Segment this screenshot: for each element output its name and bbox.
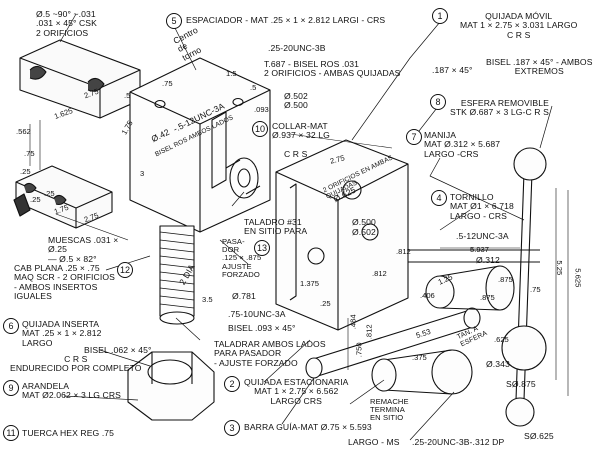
dim-value: .25 xyxy=(30,195,41,204)
label-taladrar: TALADRAR AMBOS LADOS PARA PASADOR - AJUS… xyxy=(214,339,326,368)
dim-value: 3.5 xyxy=(202,295,213,304)
part-guide-rod xyxy=(305,249,540,379)
callout-number-13: 13 xyxy=(254,240,270,256)
callout-number-1: 1 xyxy=(432,8,448,24)
note-crs-mid: C R S xyxy=(284,149,308,159)
callout-number-9: 9 xyxy=(3,380,19,396)
note-bisel-062: BISEL .062 × 45° xyxy=(84,345,152,355)
note-unc-3b: .25-20UNC-3B xyxy=(268,43,326,53)
dim-value: .75 xyxy=(530,285,541,294)
part-insert-jaw-top xyxy=(19,39,141,119)
part-screw-end xyxy=(371,265,515,395)
note-s625: SØ.625 xyxy=(524,431,554,441)
dim-value: 5.937 xyxy=(470,245,490,254)
note-s875: SØ.875 xyxy=(506,379,536,389)
callout-number-2: 2 xyxy=(224,376,240,392)
label-quijada-movil: QUIJADA MÓVIL MAT 1 × 2.75 × 3.031 LARGO… xyxy=(460,11,578,40)
dim-value: .625 xyxy=(494,335,509,344)
note-crs-endurecido: C R S ENDURECIDO POR COMPLETO xyxy=(10,354,142,374)
part-handle xyxy=(501,147,547,427)
part-hex-nut xyxy=(127,351,215,421)
note-taladro-31: TALADRO #31 EN SITIO PARA xyxy=(244,217,308,237)
note-unc-dp: .25-20UNC-3B-.312 DP xyxy=(412,437,505,447)
dim-value: .25 xyxy=(320,299,331,308)
dim-value: 3 xyxy=(140,169,145,178)
note-dia-781: Ø.781 xyxy=(232,291,256,301)
dim-value: .484 xyxy=(348,314,358,330)
note-d343: Ø.343 xyxy=(486,359,510,369)
dim-value: 5.625 xyxy=(573,268,583,288)
note-bisel-187: BISEL .187 × 45° - AMBOS EXTREMOS xyxy=(486,57,593,77)
label-esfera-removible: ESFERA REMOVIBLE STK Ø.687 × 3 LG-C R S xyxy=(450,98,549,118)
note-pasador: PASA- DOR .125 × .875 AJUSTE FORZADO xyxy=(222,237,262,279)
dim-value: .812 xyxy=(396,247,411,256)
part-insert-jaw-lower xyxy=(13,165,113,229)
note-d500: Ø.500 xyxy=(352,217,376,227)
callout-number-7: 7 xyxy=(406,129,422,145)
dim-value: .562 xyxy=(16,127,31,136)
label-tornillo: TORNILLO MAT Ø1 × 6.718 LARGO - CRS xyxy=(450,192,514,221)
callout-number-6: 6 xyxy=(3,318,19,334)
dim-value: .25 xyxy=(20,167,31,176)
dim-value: .75 xyxy=(24,149,35,158)
dim-value: .375 xyxy=(412,353,427,362)
dim-value: .5 xyxy=(250,83,257,92)
note-muescas: MUESCAS .031 × Ø.25 — Ø.5 × 82° xyxy=(48,235,119,264)
dim-value: .25 xyxy=(44,189,55,198)
note-remache: REMACHE TERMINA EN SITIO xyxy=(370,397,409,423)
note-diam-502: Ø.502 Ø.500 xyxy=(284,91,308,111)
note-bisel-093: BISEL .093 × 45° xyxy=(228,323,296,333)
callout-number-12: 12 xyxy=(117,262,133,278)
dim-value: .875 xyxy=(480,293,495,302)
part-spacer-block xyxy=(129,57,271,233)
dim-value: 5.25 xyxy=(555,260,565,276)
dim-value: .093 xyxy=(254,105,269,114)
note-unc-10: .75-10UNC-3A xyxy=(228,309,286,319)
note-csk-holes: Ø.5 ~90° ~.031 .031 × 45° CSK 2 ORIFICIO… xyxy=(36,9,97,38)
label-barra-guia: BARRA GUÍA-MAT Ø.75 × 5.593 xyxy=(244,422,372,432)
callout-number-4: 4 xyxy=(431,190,447,206)
dim-value: .750 xyxy=(354,342,364,358)
label-espaciador: ESPACIADOR - MAT .25 × 1 × 2.812 LARGI -… xyxy=(186,15,386,25)
note-bisel-ros: T.687 - BISEL ROS .031 2 ORIFICIOS - AMB… xyxy=(264,59,401,79)
part-stationary-jaw xyxy=(275,139,409,331)
leader-lines xyxy=(59,13,553,441)
callout-number-5: 5 xyxy=(166,13,182,29)
label-manija: MANIJA MAT Ø.312 × 5.687 LARGO -CRS xyxy=(424,130,501,159)
note-largo-ms: LARGO - MS xyxy=(348,437,400,447)
part-screw-threaded xyxy=(159,225,195,325)
dim-value: 1.375 xyxy=(300,279,320,288)
label-tuerca: TUERCA HEX REG .75 xyxy=(22,428,115,438)
dim-value: .875 xyxy=(498,275,513,284)
label-quijada-estacionaria: QUIJADA ESTACIONARIA MAT 1 × 2.75 × 6.56… xyxy=(244,377,349,406)
label-arandela: ARANDELA MAT Ø2.062 × 3 LG CRS xyxy=(22,381,121,401)
dim-value: .406 xyxy=(420,291,435,300)
dimension-lines xyxy=(29,120,569,396)
label-quijada-inserta: QUIJADA INSERTA MAT .25 × 1 × 2.812 LARG… xyxy=(22,319,102,348)
label-collar: COLLAR-MAT Ø.937 × 32 LG xyxy=(272,121,330,141)
dim-value: .75 xyxy=(162,79,173,88)
callout-number-8: 8 xyxy=(430,94,446,110)
callout-number-11: 11 xyxy=(3,425,19,441)
dim-value: 1.5 xyxy=(226,69,237,78)
dim-value: .812 xyxy=(364,324,374,340)
callout-number-3: 3 xyxy=(224,420,240,436)
note-unc-3a: .5-12UNC-3A xyxy=(456,231,509,241)
note-d502b: Ø.502 xyxy=(352,227,376,237)
label-cab-plana: CAB PLANA .25 × .75 MAQ SCR - 2 ORIFICIO… xyxy=(14,263,115,301)
note-187x45: .187 × 45° xyxy=(432,65,473,75)
note-diam-312: Ø.312 xyxy=(476,255,500,265)
callout-number-10: 10 xyxy=(252,121,268,137)
dim-value: .5 xyxy=(124,91,131,100)
dim-value: .812 xyxy=(372,269,387,278)
part-collar xyxy=(225,157,261,199)
